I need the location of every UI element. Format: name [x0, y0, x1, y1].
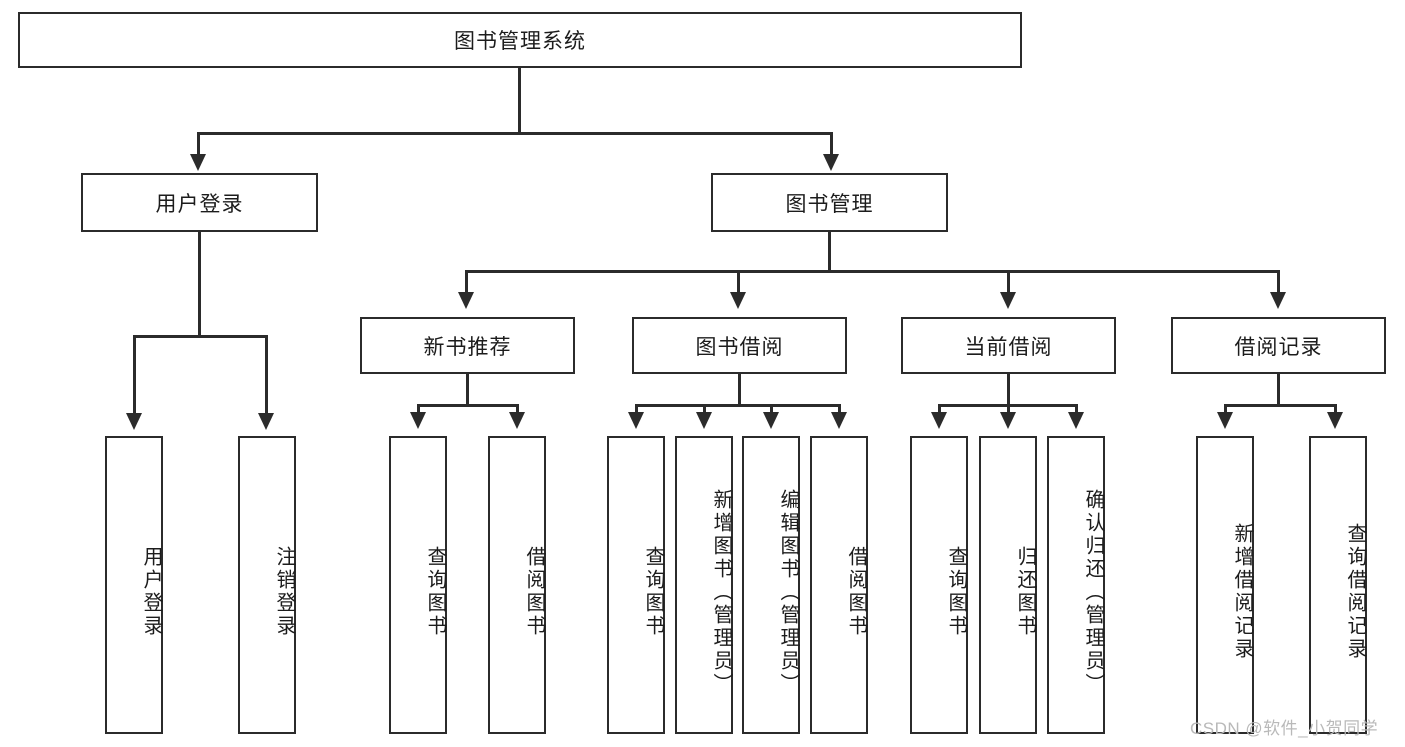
- arrowhead-book-borrow: [730, 292, 746, 309]
- node-label: 新增借阅记录: [1231, 523, 1253, 661]
- node-label: 查询图书: [642, 546, 664, 638]
- node-leaf-borrow-book-1[interactable]: 借阅图书: [488, 436, 546, 734]
- node-leaf-confirm-return-admin[interactable]: 确认归还（管理员）: [1047, 436, 1105, 734]
- edge-root-bus: [197, 132, 833, 135]
- node-label: 用户登录: [155, 192, 244, 216]
- edge-bb-to-leaf-4: [838, 404, 841, 416]
- node-leaf-add-borrow-record[interactable]: 新增借阅记录: [1196, 436, 1254, 734]
- node-leaf-borrow-book-2[interactable]: 借阅图书: [810, 436, 868, 734]
- node-label: 借阅记录: [1234, 335, 1323, 359]
- edge-root-to-user-login: [197, 132, 200, 156]
- edge-current-borrow-stem: [1007, 374, 1010, 406]
- arrowhead-leaf-edit-book-admin: [763, 412, 779, 429]
- arrowhead-borrow-record: [1270, 292, 1286, 309]
- node-leaf-query-borrow-record[interactable]: 查询借阅记录: [1309, 436, 1367, 734]
- arrowhead-leaf-borrow-book-2: [831, 412, 847, 429]
- node-borrow-record[interactable]: 借阅记录: [1171, 317, 1386, 374]
- node-label: 借阅图书: [523, 546, 545, 638]
- node-book-borrow[interactable]: 图书借阅: [632, 317, 847, 374]
- arrowhead-leaf-add-borrow-record: [1217, 412, 1233, 429]
- edge-br-to-leaf-1: [1224, 404, 1227, 416]
- node-label: 图书管理系统: [454, 30, 586, 53]
- edge-cb-to-leaf-3: [1075, 404, 1078, 416]
- node-label: 注销登录: [273, 546, 295, 638]
- edge-book-management-stem: [828, 232, 831, 272]
- arrowhead-leaf-query-borrow-record: [1327, 412, 1343, 429]
- edge-bm-to-current-borrow: [1007, 270, 1010, 294]
- edge-book-management-bus: [465, 270, 1280, 273]
- edge-user-login-bus: [133, 335, 268, 338]
- node-label: 查询借阅记录: [1344, 523, 1366, 661]
- arrowhead-new-book-recommend: [458, 292, 474, 309]
- edge-nbr-to-leaf-1: [417, 404, 420, 416]
- edge-root-to-book-management: [830, 132, 833, 156]
- node-label: 确认归还（管理员）: [1082, 488, 1104, 696]
- node-label: 新书推荐: [423, 335, 512, 359]
- edge-new-book-recommend-stem: [466, 374, 469, 406]
- node-root-book-management-system[interactable]: 图书管理系统: [18, 12, 1022, 68]
- edge-bb-to-leaf-1: [635, 404, 638, 416]
- edge-bb-to-leaf-3: [770, 404, 773, 416]
- node-leaf-query-book-2[interactable]: 查询图书: [607, 436, 665, 734]
- edge-bm-to-borrow-record: [1277, 270, 1280, 294]
- edge-bm-to-new-book-recommend: [465, 270, 468, 294]
- node-current-borrow[interactable]: 当前借阅: [901, 317, 1116, 374]
- edge-nbr-to-leaf-2: [516, 404, 519, 416]
- node-label: 查询图书: [945, 546, 967, 638]
- edge-user-login-stem: [198, 232, 201, 337]
- node-leaf-add-book-admin[interactable]: 新增图书（管理员）: [675, 436, 733, 734]
- arrowhead-leaf-borrow-book-1: [509, 412, 525, 429]
- node-label: 归还图书: [1014, 546, 1036, 638]
- node-label: 新增图书（管理员）: [710, 488, 732, 696]
- arrowhead-leaf-confirm-return-admin: [1068, 412, 1084, 429]
- node-label: 图书管理: [785, 192, 874, 216]
- node-leaf-query-book-1[interactable]: 查询图书: [389, 436, 447, 734]
- node-label: 用户登录: [140, 546, 162, 638]
- edge-cb-to-leaf-2: [1007, 404, 1010, 416]
- edge-bm-to-book-borrow: [737, 270, 740, 294]
- edge-borrow-record-stem: [1277, 374, 1280, 406]
- node-leaf-edit-book-admin[interactable]: 编辑图书（管理员）: [742, 436, 800, 734]
- node-leaf-query-book-3[interactable]: 查询图书: [910, 436, 968, 734]
- arrowhead-leaf-query-book-3: [931, 412, 947, 429]
- node-label: 查询图书: [424, 546, 446, 638]
- arrowhead-leaf-logout-login: [258, 413, 274, 430]
- arrowhead-leaf-query-book-1: [410, 412, 426, 429]
- edge-br-to-leaf-2: [1334, 404, 1337, 416]
- node-leaf-user-login[interactable]: 用户登录: [105, 436, 163, 734]
- node-leaf-logout-login[interactable]: 注销登录: [238, 436, 296, 734]
- arrowhead-leaf-query-book-2: [628, 412, 644, 429]
- node-user-login[interactable]: 用户登录: [81, 173, 318, 232]
- edge-user-login-to-leaf-1: [133, 335, 136, 415]
- edge-borrow-record-bus: [1224, 404, 1337, 407]
- arrowhead-to-user-login: [190, 154, 206, 171]
- node-label: 编辑图书（管理员）: [777, 488, 799, 696]
- edge-book-borrow-stem: [738, 374, 741, 406]
- arrowhead-leaf-add-book-admin: [696, 412, 712, 429]
- node-label: 图书借阅: [695, 335, 784, 359]
- node-label: 当前借阅: [964, 335, 1053, 359]
- node-leaf-return-book[interactable]: 归还图书: [979, 436, 1037, 734]
- node-new-book-recommend[interactable]: 新书推荐: [360, 317, 575, 374]
- edge-new-book-recommend-bus: [417, 404, 519, 407]
- node-label: 借阅图书: [845, 546, 867, 638]
- arrowhead-leaf-return-book: [1000, 412, 1016, 429]
- edge-cb-to-leaf-1: [938, 404, 941, 416]
- edge-root-stem: [518, 68, 521, 134]
- arrowhead-current-borrow: [1000, 292, 1016, 309]
- edge-book-borrow-bus: [635, 404, 841, 407]
- node-book-management[interactable]: 图书管理: [711, 173, 948, 232]
- arrowhead-leaf-user-login: [126, 413, 142, 430]
- edge-user-login-to-leaf-2: [265, 335, 268, 415]
- arrowhead-to-book-management: [823, 154, 839, 171]
- edge-bb-to-leaf-2: [703, 404, 706, 416]
